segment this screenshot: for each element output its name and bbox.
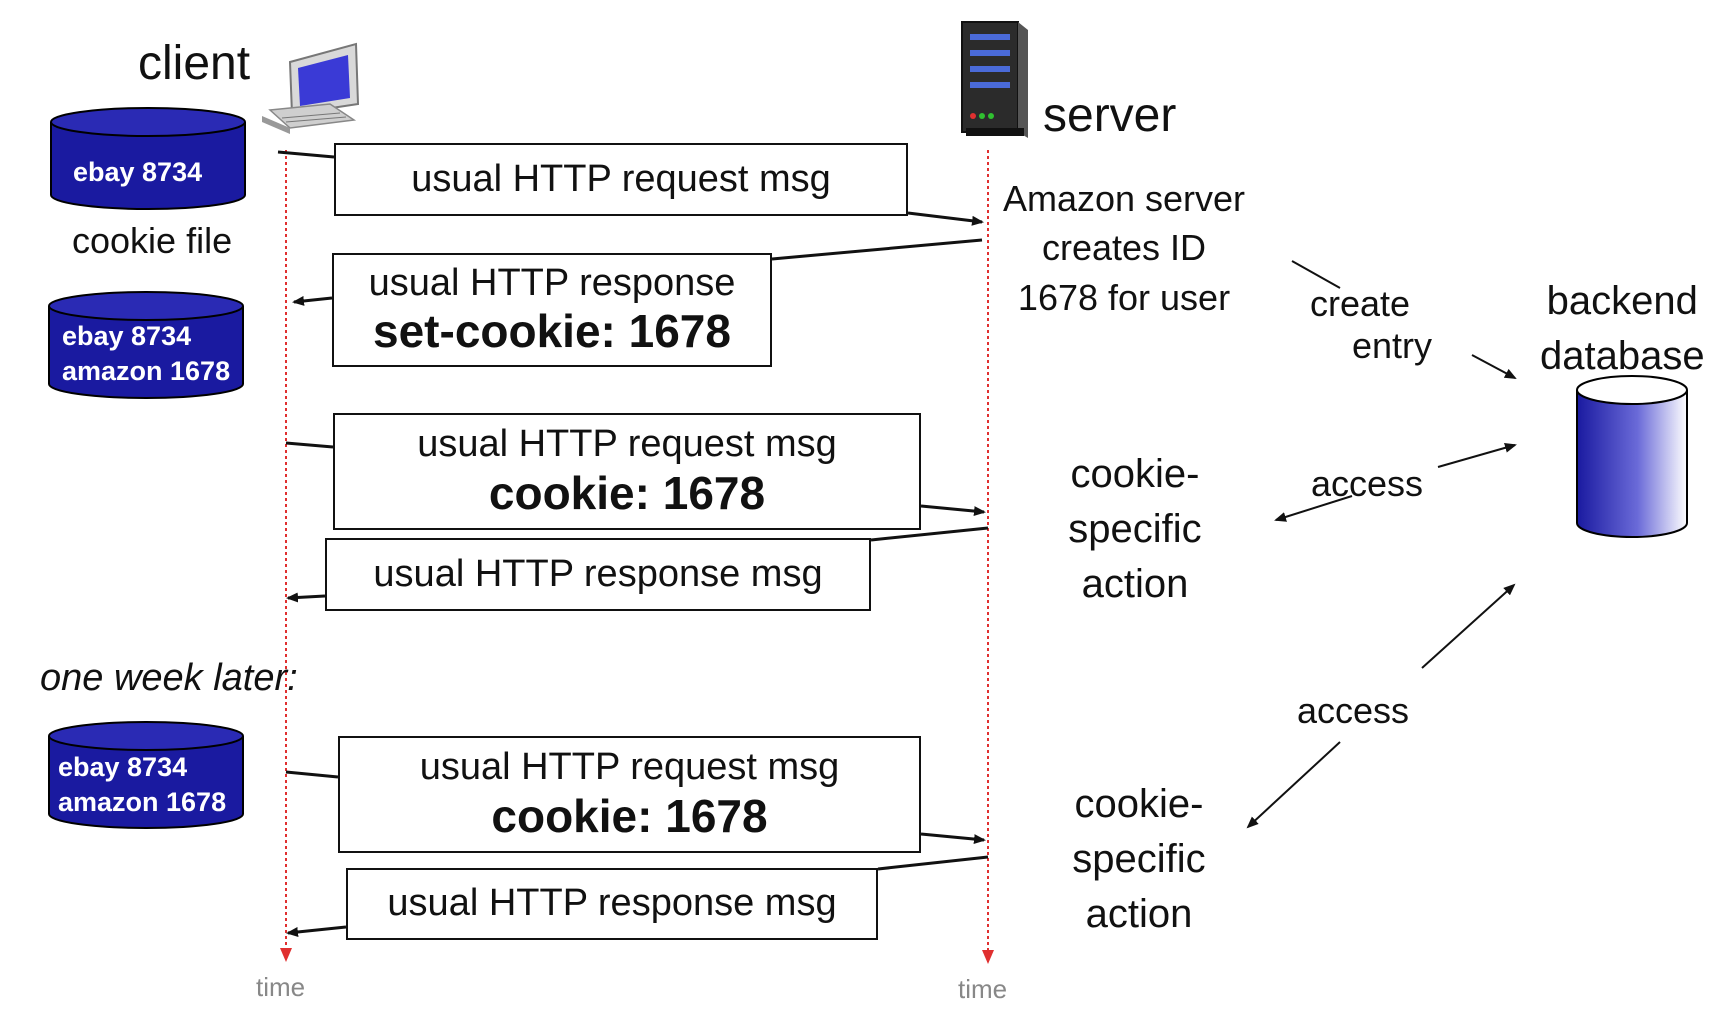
message-box-response: usual HTTP response msg bbox=[325, 538, 871, 611]
server-create-id-note: Amazon server creates ID 1678 for user bbox=[994, 174, 1254, 322]
note-line: Amazon server bbox=[1002, 178, 1246, 219]
access1-arrow-db bbox=[1437, 442, 1517, 468]
message-line: usual HTTP response msg bbox=[387, 882, 837, 925]
msg1-line-in bbox=[277, 150, 335, 159]
msg6-line-in bbox=[877, 855, 989, 871]
note-line: cookie- bbox=[1070, 452, 1200, 496]
access1-arrow-action bbox=[1274, 495, 1353, 522]
note-line: specific bbox=[1068, 506, 1202, 551]
msg6-arrow bbox=[286, 925, 347, 937]
message-line: usual HTTP response msg bbox=[373, 552, 823, 595]
msg4-line-in bbox=[870, 526, 989, 542]
note-line: specific bbox=[1072, 836, 1206, 881]
cookie-file-cylinder-2 bbox=[48, 291, 244, 399]
access2-arrow-db bbox=[1421, 583, 1516, 669]
message-box-response-set-cookie: usual HTTP response set-cookie: 1678 bbox=[332, 253, 772, 367]
msg3-arrow bbox=[920, 504, 986, 517]
cookie-entry: amazon 1678 bbox=[62, 356, 231, 387]
access2-arrow-action bbox=[1246, 741, 1341, 829]
note-line: cookie- bbox=[1074, 782, 1204, 826]
cookie-entry: amazon 1678 bbox=[58, 787, 227, 818]
cookie-entry: ebay 8734 bbox=[62, 321, 192, 351]
computer-icon bbox=[262, 42, 360, 134]
cookie-entry: ebay 8734 bbox=[73, 157, 203, 187]
db-label-line: database bbox=[1540, 334, 1705, 379]
message-box-response-later: usual HTTP response msg bbox=[346, 868, 878, 940]
message-line: usual HTTP request msg bbox=[417, 423, 837, 466]
cookie-file-cylinder-1 bbox=[50, 107, 246, 210]
cookie-entry: ebay 8734 bbox=[58, 752, 188, 782]
message-box-request-cookie-later: usual HTTP request msg cookie: 1678 bbox=[338, 736, 921, 853]
cookie-specific-action-1: cookie- specific action bbox=[1040, 447, 1230, 611]
message-line: usual HTTP response bbox=[368, 261, 736, 304]
msg4-arrow bbox=[286, 592, 326, 603]
client-label: client bbox=[138, 37, 251, 90]
message-line: usual HTTP request msg bbox=[419, 746, 840, 789]
db-label-line: backend bbox=[1546, 279, 1698, 323]
message-header: cookie: 1678 bbox=[488, 466, 766, 519]
client-time-label: time bbox=[256, 972, 306, 1002]
message-line: usual HTTP request msg bbox=[411, 157, 831, 200]
msg2-line-in bbox=[771, 238, 983, 261]
server-icon bbox=[961, 21, 1028, 138]
message-box-request-cookie: usual HTTP request msg cookie: 1678 bbox=[333, 413, 921, 530]
cookie-specific-action-2: cookie- specific action bbox=[1044, 777, 1234, 941]
msg3-line-in bbox=[285, 441, 334, 449]
create-entry-arrow bbox=[1471, 354, 1517, 379]
database-icon bbox=[1576, 375, 1688, 538]
msg5-line-in bbox=[285, 770, 339, 779]
arrow-label-line: entry bbox=[1352, 325, 1433, 367]
arrow-label-line: create bbox=[1310, 283, 1411, 324]
cookie-file-2-text: ebay 8734 amazon 1678 bbox=[62, 319, 230, 389]
msg2-arrow bbox=[292, 295, 333, 306]
create-entry-line-top bbox=[1291, 260, 1341, 289]
access-label-1: access bbox=[1311, 463, 1424, 504]
server-time-label: time bbox=[958, 974, 1008, 1004]
note-line: action bbox=[1081, 561, 1189, 606]
msg5-arrow bbox=[920, 832, 986, 845]
note-line: creates ID bbox=[1041, 227, 1207, 269]
cookie-file-cylinder-3 bbox=[48, 721, 244, 829]
create-entry-label: create entry bbox=[1310, 283, 1432, 368]
note-line: action bbox=[1085, 891, 1193, 936]
one-week-later-label: one week later: bbox=[40, 657, 298, 699]
message-header: set-cookie: 1678 bbox=[373, 305, 731, 358]
server-label: server bbox=[1043, 89, 1177, 142]
access-label-2: access bbox=[1297, 690, 1410, 731]
message-box-request: usual HTTP request msg bbox=[334, 143, 908, 216]
cookie-file-3-text: ebay 8734 amazon 1678 bbox=[58, 750, 226, 820]
note-line: 1678 for user bbox=[1017, 276, 1231, 318]
msg1-arrow bbox=[907, 211, 984, 226]
message-header: cookie: 1678 bbox=[491, 789, 768, 842]
cookie-file-caption: cookie file bbox=[72, 220, 233, 261]
backend-database-label: backend database bbox=[1540, 274, 1705, 384]
cookie-file-1-text: ebay 8734 bbox=[73, 155, 202, 190]
